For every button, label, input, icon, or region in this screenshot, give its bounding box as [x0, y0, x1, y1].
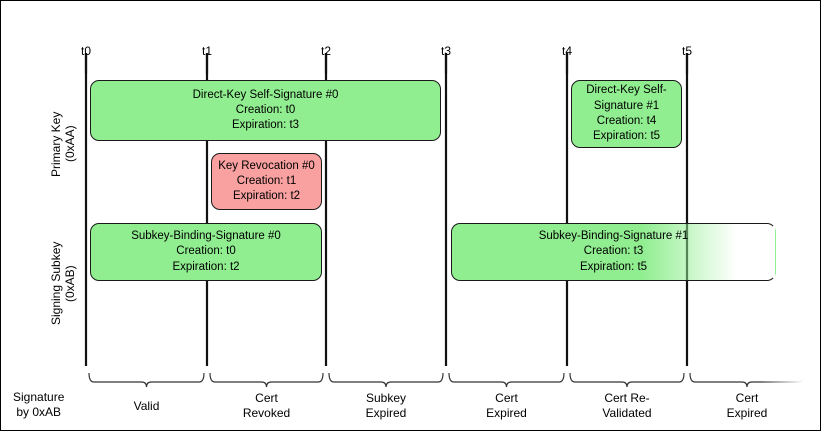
bracket-label-cert-expired-1-line2: Expired	[486, 406, 527, 420]
bracket-cert-expired-2	[689, 372, 805, 388]
signature-box-direct-key-self-signature-0: Direct-Key Self-Signature #0 Creation: t0…	[90, 80, 441, 141]
signature-direct-key-self-signature-1-title-cont: Signature #1	[593, 99, 660, 112]
tick-label-t1: t1	[201, 44, 213, 58]
row-label-primary: Primary Key(0xAA)	[49, 89, 77, 199]
timeline-tick-marks	[84, 53, 689, 74]
tick-label-t0: t0	[80, 44, 92, 58]
bracket-label-cert-revoked-line1: Cert	[255, 391, 278, 405]
signature-subkey-binding-signature-1-expiration: Expiration: t5	[579, 260, 648, 273]
signature-box-key-revocation-0: Key Revocation #0 Creation: t1 Expiration:…	[211, 153, 322, 210]
signature-direct-key-self-signature-1-expiration: Expiration: t5	[592, 130, 661, 143]
signature-key-revocation-0-title: Key Revocation #0	[218, 159, 315, 172]
bracket-cert-expired-1	[448, 372, 565, 388]
bracket-label-valid-line1: Valid	[133, 399, 160, 413]
footer-corner-label-line1: Signature	[13, 390, 65, 404]
footer-brackets	[88, 372, 805, 388]
tick-label-t5: t5	[681, 44, 693, 58]
signature-subkey-binding-signature-0-title: Subkey-Binding-Signature #0	[131, 230, 281, 243]
signature-key-revocation-0-expiration: Expiration: t2	[232, 190, 301, 203]
signature-subkey-binding-signature-0-expiration: Expiration: t2	[172, 260, 240, 273]
signature-subkey-binding-signature-1-creation: Creation: t3	[583, 245, 644, 258]
signature-box-subkey-binding-signature-1: Subkey-Binding-Signature #1 Creation: t3 E…	[451, 223, 776, 281]
bracket-label-cert-revalidated-line2: Validated	[602, 406, 652, 420]
bracket-label-cert-revalidated-line1: Cert Re-	[604, 391, 650, 405]
signature-direct-key-self-signature-0-title: Direct-Key Self-Signature #0	[192, 88, 339, 101]
tick-label-t2: t2	[320, 44, 332, 58]
bracket-label-cert-expired-1-line1: Cert	[495, 391, 518, 405]
signature-box-direct-key-self-signature-1: Direct-Key Self- Signature #1 Creation: t4…	[571, 80, 682, 148]
bracket-subkey-expired	[328, 372, 444, 388]
bracket-label-valid: Valid	[134, 399, 160, 414]
bracket-label-subkey-expired-line2: Expired	[365, 406, 407, 420]
bracket-cert-revalidated	[569, 372, 685, 388]
bracket-label-subkey-expired-line1: Subkey	[365, 391, 407, 405]
bracket-label-cert-expired-2-line1: Cert	[735, 391, 759, 405]
bracket-label-cert-revoked-line2: Revoked	[242, 406, 291, 420]
row-label-subkey-name: Signing Subkey	[49, 241, 63, 326]
bracket-label-cert-expired-2-line2: Expired	[726, 406, 768, 420]
signature-box-subkey-binding-signature-0: Subkey-Binding-Signature #0 Creation: t0 E…	[90, 223, 322, 281]
bracket-label-cert-revalidated: Cert Re-Validated	[602, 391, 651, 421]
timeline-axis-lines	[46, 72, 791, 218]
footer-corner-label: Signature by 0xAB	[13, 390, 64, 420]
signature-subkey-binding-signature-1-title: Subkey-Binding-Signature #1	[538, 230, 689, 243]
row-label-primary-keyid: (0xAA)	[63, 125, 78, 163]
signature-direct-key-self-signature-0-creation: Creation: t0	[235, 103, 296, 116]
signature-direct-key-self-signature-0-expiration: Expiration: t3	[231, 119, 300, 132]
signature-key-revocation-0-creation: Creation: t1	[236, 174, 297, 187]
tick-label-t3: t3	[440, 44, 452, 58]
footer-corner-label-line2: by 0xAB	[16, 405, 62, 419]
bracket-valid	[88, 372, 205, 388]
row-label-primary-name: Primary Key	[49, 111, 63, 177]
signature-direct-key-self-signature-1-creation: Creation: t4	[596, 115, 657, 127]
tick-label-t4: t4	[561, 44, 573, 58]
row-label-subkey: Signing Subkey(0xAB)	[49, 226, 77, 341]
signature-direct-key-self-signature-1-title: Direct-Key Self-	[586, 84, 667, 97]
bracket-cert-revoked	[209, 372, 324, 388]
row-label-subkey-keyid: (0xAB)	[63, 265, 78, 302]
signature-subkey-binding-signature-0-creation: Creation: t0	[176, 245, 236, 258]
